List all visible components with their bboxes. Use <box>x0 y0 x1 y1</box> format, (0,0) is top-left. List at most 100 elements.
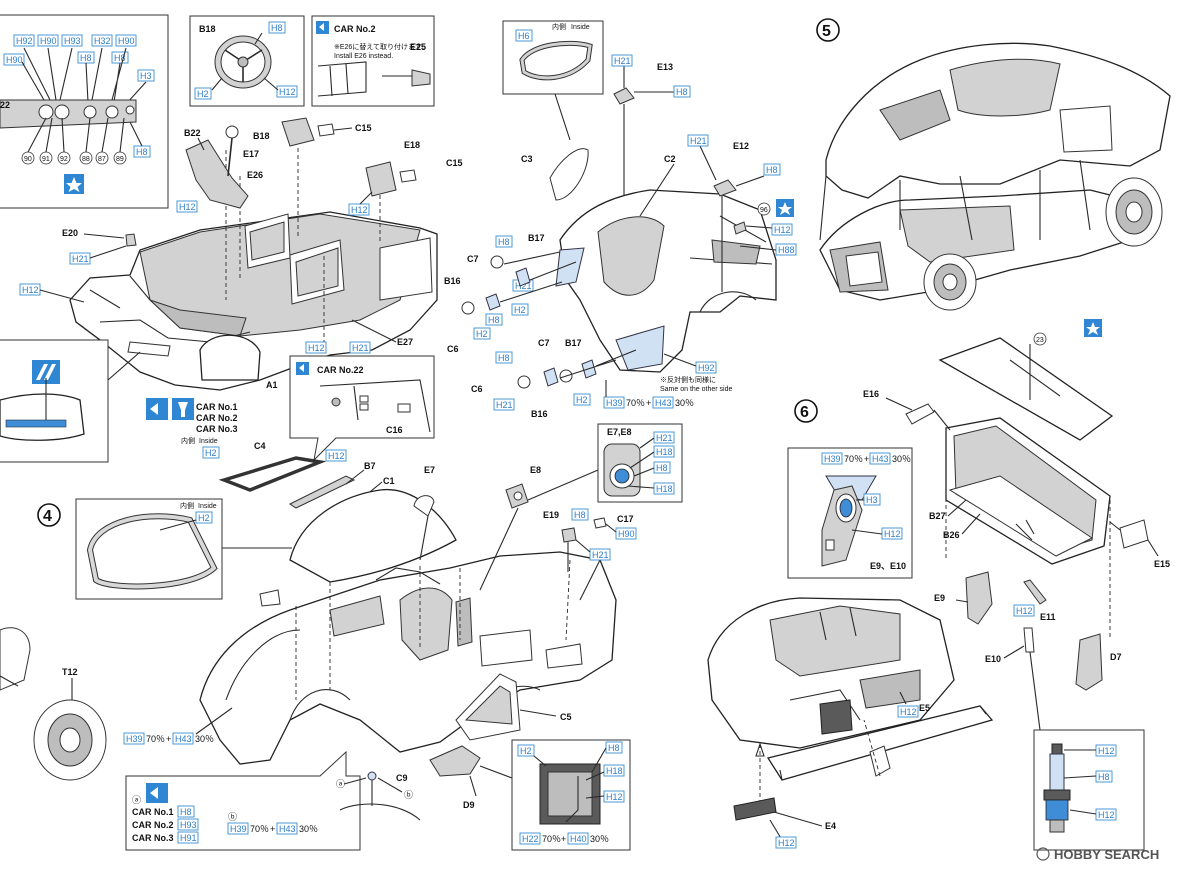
svg-text:30％: 30％ <box>675 398 694 408</box>
svg-text:H91: H91 <box>180 833 197 843</box>
other-side-jp: ※反対側も同様に <box>660 375 716 384</box>
svg-text:H90: H90 <box>118 36 135 46</box>
car-select-icon <box>296 362 309 375</box>
mark-b: ⓑ <box>228 812 237 822</box>
svg-text:89: 89 <box>116 156 124 163</box>
h-code: H12 <box>897 705 919 718</box>
paint-mix: H39 70％ + H43 30％ <box>821 452 911 465</box>
svg-text:87: 87 <box>98 156 106 163</box>
svg-text:H12: H12 <box>1016 606 1033 616</box>
steering-wheel-inset: B18 H8 H2 H12 <box>189 15 305 107</box>
h-code: H21 <box>69 252 91 265</box>
svg-text:6: 6 <box>800 404 809 421</box>
svg-text:H32: H32 <box>94 36 111 46</box>
h-code: H12 <box>1095 808 1117 821</box>
part-label: B16 <box>531 409 548 419</box>
svg-text:70％: 70％ <box>542 834 561 844</box>
car2-note-inset: CAR No.2 ※E26に替えて取り付けます。 Install E26 ins… <box>311 15 435 107</box>
part-label: E15 <box>1154 559 1170 569</box>
part-label: E10 <box>985 654 1001 664</box>
h-code: H90 <box>3 53 25 66</box>
svg-text:H88: H88 <box>778 245 795 255</box>
svg-text:4: 4 <box>43 508 52 525</box>
headlight-upper: B17 H8 H21 C7 H8 H2 B16 C6 H2 <box>444 233 577 354</box>
decal-number: 87 <box>95 151 109 165</box>
part-label: B17 <box>565 338 582 348</box>
part-label: E12 <box>733 141 749 151</box>
h-code: H2 <box>511 303 529 316</box>
svg-text:H92: H92 <box>16 36 33 46</box>
h-code: H93 <box>177 818 199 831</box>
paint-mix: H22 70％ + H40 30％ <box>519 832 609 845</box>
h-code: H8 <box>673 85 691 98</box>
e12-mirror: H21 E12 H8 96 H12 H88 <box>687 134 797 292</box>
inside-en: Inside <box>198 503 217 510</box>
decal-number: 92 <box>57 151 71 165</box>
h-code: H12 <box>603 790 625 803</box>
svg-text:H8: H8 <box>180 807 192 817</box>
svg-text:H8: H8 <box>766 165 778 175</box>
car-label: CAR No.2 <box>132 820 174 830</box>
part-label: B7 <box>364 461 376 471</box>
svg-text:H90: H90 <box>6 55 23 65</box>
car-select-icon <box>146 783 168 803</box>
h-code: H21 <box>687 134 709 147</box>
svg-text:H8: H8 <box>136 147 148 157</box>
svg-text:H12: H12 <box>900 707 917 717</box>
svg-text:H43: H43 <box>655 398 672 408</box>
h-code: H2 <box>573 393 591 406</box>
svg-text:H12: H12 <box>179 202 196 212</box>
decal-star-icon <box>64 174 84 194</box>
part-label: D9 <box>463 800 475 810</box>
car-label: CAR No.3 <box>196 424 238 434</box>
svg-text:H8: H8 <box>498 353 510 363</box>
part-label: E9、E10 <box>870 561 906 571</box>
part-label: E26 <box>247 170 263 180</box>
h-code: H12 <box>1013 604 1035 617</box>
svg-text:88: 88 <box>82 156 90 163</box>
c3-inside-inset: 内側 Inside H6 <box>502 20 604 141</box>
car-label: CAR No.2 <box>196 413 238 423</box>
h-code: H18 <box>653 482 675 495</box>
h-code: H21 <box>349 341 371 354</box>
svg-text:H18: H18 <box>656 484 673 494</box>
part-label: C3 <box>521 154 533 164</box>
mark-a: ⓐ <box>132 795 141 805</box>
step-number: 4 <box>37 503 61 527</box>
svg-text:H39: H39 <box>126 734 143 744</box>
h-code: H3 <box>863 493 881 506</box>
decal-number: 90 <box>21 151 35 165</box>
part-label: B16 <box>444 276 461 286</box>
svg-text:H3: H3 <box>140 71 152 81</box>
svg-text:H6: H6 <box>518 31 530 41</box>
svg-text:H8: H8 <box>1098 772 1110 782</box>
decal-number: 88 <box>79 151 93 165</box>
svg-text:H39: H39 <box>606 398 623 408</box>
step-4: 4 内側 Inside H2 内側 Inside H2 C4 H12 B7 C1 <box>0 423 683 851</box>
part-label: C7 <box>467 254 479 264</box>
svg-text:H8: H8 <box>114 53 126 63</box>
svg-text:H8: H8 <box>488 315 500 325</box>
svg-text:H40: H40 <box>570 834 587 844</box>
h-code: H18 <box>653 445 675 458</box>
part-label: E19 <box>543 510 559 520</box>
part-label: E20 <box>62 228 78 238</box>
svg-text:H2: H2 <box>576 395 588 405</box>
car-select-icon <box>146 398 168 420</box>
svg-text:H12: H12 <box>279 87 296 97</box>
h-code: H2 <box>517 744 535 757</box>
h-code: H12 <box>771 223 793 236</box>
c9-note-inset: ⓐ CAR No.1 H8 CAR No.2 H93 CAR No.3 H91 … <box>125 750 421 851</box>
inset-title: E7,E8 <box>607 427 632 437</box>
part-label: C15 <box>446 158 463 168</box>
part-label: E18 <box>404 140 420 150</box>
h-code: H90 <box>37 34 59 47</box>
svg-text:90: 90 <box>24 156 32 163</box>
c2-cowl: C2 <box>555 154 777 373</box>
h-code: H12 <box>348 203 370 216</box>
h-code: H12 <box>305 341 327 354</box>
h-code: H21 <box>493 398 515 411</box>
part-label: E9 <box>934 593 945 603</box>
note-en: Install E26 instead. <box>334 53 393 60</box>
svg-text:H22: H22 <box>522 834 539 844</box>
